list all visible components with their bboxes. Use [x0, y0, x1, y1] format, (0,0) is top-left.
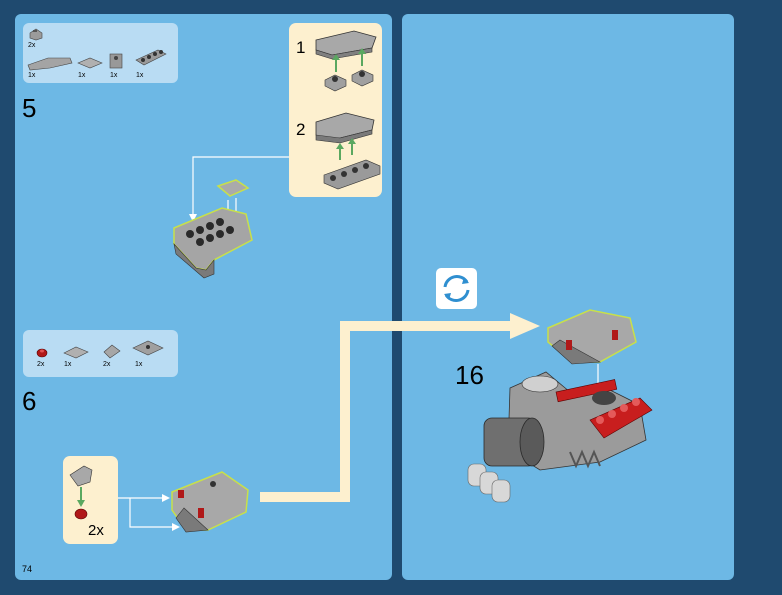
plate-2x2-part-icon — [132, 340, 164, 356]
step-number: 5 — [22, 93, 37, 123]
part-quantity: 1x — [135, 361, 143, 368]
part-quantity: 1x — [110, 72, 118, 79]
slope-brick-part-icon — [29, 28, 43, 41]
sub-step-2-illustration — [315, 112, 381, 190]
wedge-part-icon — [103, 344, 121, 359]
callout-connector-line — [192, 156, 289, 218]
part-quantity: 2x — [103, 361, 111, 368]
part-quantity: 1x — [64, 361, 72, 368]
step-number: 16 — [455, 360, 484, 390]
part-quantity: 1x — [78, 72, 86, 79]
part-quantity: 1x — [28, 72, 36, 79]
step-6-callout-illustration — [69, 465, 93, 520]
step-number: 6 — [22, 386, 37, 416]
step-16-model-illustration — [467, 371, 653, 503]
step-5-model-illustration — [173, 179, 253, 279]
step-16-sub-assembly — [547, 309, 637, 386]
curved-slope-part-icon — [27, 57, 73, 71]
sub-step-number: 1 — [296, 38, 306, 57]
part-quantity: 1x — [136, 72, 144, 79]
sub-step-number: 2 — [296, 120, 306, 139]
big-step-arrow — [260, 321, 515, 502]
callout-quantity: 2x — [88, 522, 104, 539]
rotate-icon — [436, 268, 477, 309]
plate-1x4-part-icon — [135, 49, 167, 66]
tile-part-icon — [63, 346, 89, 359]
bracket-part-icon — [109, 53, 123, 69]
tile-part-icon — [77, 57, 103, 69]
step-6-parts-list — [23, 330, 178, 377]
page-number: 74 — [22, 564, 33, 574]
step-6-model-illustration — [171, 471, 249, 533]
sub-step-1-illustration — [315, 30, 377, 92]
part-quantity: 2x — [28, 42, 36, 49]
part-quantity: 2x — [37, 361, 45, 368]
red-round-plate-part-icon — [36, 348, 48, 358]
